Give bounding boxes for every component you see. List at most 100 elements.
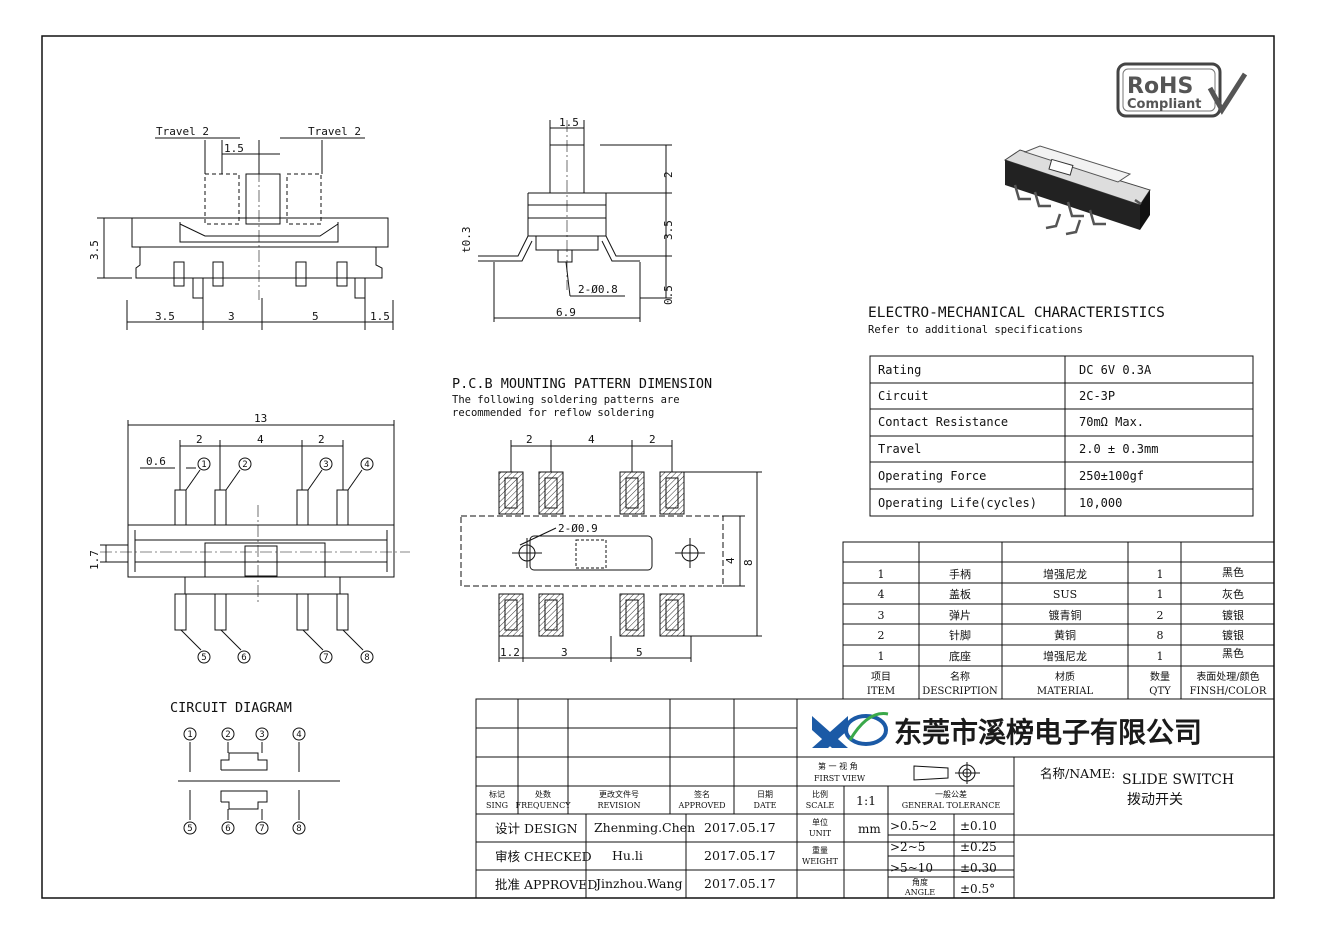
rev-header-en: APPROVED (677, 801, 725, 810)
bom-finish: 灰色 (1222, 587, 1244, 601)
end-view-labels: 1.5 2 3.5 0.5 t0.3 2-Ø0.8 6.9 (460, 116, 675, 319)
end-view (478, 120, 672, 322)
part-name-cn: 拨动开关 (1127, 792, 1183, 808)
bom-header-fin-en: FINSH/COLOR (1190, 686, 1267, 697)
dim-bottom-1: 3.5 (155, 310, 175, 323)
bom-finish: 黑色 (1222, 565, 1244, 579)
characteristics: ELECTRO-MECHANICAL CHARACTERISTICS Refer… (868, 305, 1165, 336)
end-dim-3-5: 3.5 (662, 220, 675, 240)
top-dim-1: 2 (196, 433, 203, 446)
pcb-top-dim-2: 4 (588, 433, 595, 446)
bom-qty: 1 (1157, 568, 1164, 581)
circuit-pin-5: 5 (187, 824, 192, 834)
bom-finish: 镀银 (1222, 628, 1244, 642)
pin-5-label: 5 (201, 653, 206, 663)
bom-finish: 镀银 (1222, 608, 1244, 622)
bom-qty: 1 (1157, 588, 1164, 601)
signoff-role: 设计 DESIGN (495, 821, 578, 836)
rohs-text: RoHS (1127, 74, 1193, 99)
weight-cn: 重量 (812, 845, 828, 855)
pcb-top-dim-3: 2 (649, 433, 656, 446)
pin-1-label: 1 (201, 460, 206, 470)
circuit-labels: CIRCUIT DIAGRAM 1 2 3 4 5 6 7 8 (170, 700, 302, 834)
signoff-role: 审核 CHECKED (495, 849, 592, 864)
bom-header-item-en: ITEM (867, 686, 895, 697)
circuit-title: CIRCUIT DIAGRAM (170, 700, 292, 716)
rev-header-cn: 处数 (535, 789, 551, 799)
scale-en: SCALE (806, 801, 835, 810)
bom-item: 3 (878, 609, 885, 622)
bom-desc: 弹片 (949, 608, 971, 622)
bom-header-fin-cn: 表面处理/颜色 (1196, 670, 1259, 683)
bom-item: 1 (878, 568, 885, 581)
bom-desc: 手柄 (949, 567, 971, 581)
side-view-labels: Travel 2 Travel 2 1.5 3.5 3.5 3 5 1.5 (88, 125, 390, 323)
height-dim: 3.5 (88, 240, 101, 260)
bom-qty: 2 (1157, 609, 1164, 622)
first-view-en: FIRST VIEW (814, 774, 866, 783)
pcb-top-dim-1: 2 (526, 433, 533, 446)
tolerance-value: ±0.30 (960, 861, 997, 875)
dim-bottom-3: 5 (312, 310, 319, 323)
tolerance-range: >5~10 (890, 861, 933, 875)
tolerance-range: >0.5~2 (890, 819, 937, 833)
circuit-pin-6: 6 (225, 824, 230, 834)
bom-grid (842, 541, 1275, 700)
char-label-resistance: Contact Resistance (878, 415, 1008, 429)
signoff-date: 2017.05.17 (704, 820, 776, 835)
signoff-name: Hu.li (612, 848, 643, 863)
bom-header-desc-en: DESCRIPTION (922, 686, 998, 697)
dim-bottom-4: 1.5 (370, 310, 390, 323)
circuit-pin-2: 2 (225, 730, 230, 740)
characteristics-grid (869, 355, 1254, 517)
char-value-life: 10,000 (1079, 496, 1122, 510)
circuit-pin-1: 1 (187, 730, 192, 740)
weight-en: WEIGHT (802, 857, 839, 866)
bom-desc: 底座 (949, 649, 971, 663)
char-label-force: Operating Force (878, 469, 986, 483)
tolerance-value: ±0.25 (960, 840, 997, 854)
characteristics-subtitle: Refer to additional specifications (868, 324, 1083, 336)
char-label-life: Operating Life(cycles) (878, 496, 1037, 510)
pin-2-label: 2 (242, 460, 247, 470)
pcb-outer-dim: 8 (742, 559, 755, 566)
company-logo (812, 712, 889, 748)
pin-6-label: 6 (241, 653, 246, 663)
rev-header-en: REVISION (598, 801, 641, 810)
pin-8-label: 8 (364, 653, 369, 663)
pin-3-label: 3 (323, 460, 328, 470)
pin-7-label: 7 (323, 653, 328, 663)
characteristics-rows: Rating DC 6V 0.3A Circuit 2C-3P Contact … (878, 363, 1158, 510)
pcb-bottom-dim-3: 5 (636, 646, 643, 659)
char-label-rating: Rating (878, 363, 921, 377)
circuit-pin-4: 4 (296, 730, 301, 740)
rev-header-en: DATE (754, 801, 777, 810)
bom-material: 增强尼龙 (1043, 567, 1087, 581)
end-thickness-dim: t0.3 (460, 227, 473, 254)
rohs-compliant-text: Compliant (1127, 97, 1201, 112)
bom-material: 黄铜 (1054, 628, 1076, 642)
angle-cn: 角度 (912, 877, 928, 887)
first-angle-symbol-icon (913, 762, 980, 784)
title-block-grid (475, 698, 1275, 899)
part-name-en: SLIDE SWITCH (1122, 772, 1234, 788)
rev-header-cn: 签名 (694, 789, 710, 799)
bom-finish: 黑色 (1222, 646, 1244, 660)
bom-header-mat-en: MATERIAL (1037, 686, 1094, 697)
pcb-bottom-dim-1: 1.2 (500, 646, 520, 659)
pin-4-label: 4 (364, 460, 369, 470)
pcb-title: P.C.B MOUNTING PATTERN DIMENSION (452, 376, 712, 392)
rev-header-en: SING (486, 801, 508, 810)
pcb-pattern (460, 440, 762, 662)
rev-header-cn: 标记 (489, 789, 505, 799)
signoff-role: 批准 APPROVED (495, 877, 597, 892)
rev-header-en: FREQUENCY (516, 801, 572, 810)
circuit-pin-3: 3 (259, 730, 264, 740)
name-label: 名称/NAME: (1040, 766, 1115, 781)
bom-rows: 1 手柄 增强尼龙 1 黑色 4 盖板 SUS 1 灰色 3 弹片 镀青铜 2 … (867, 565, 1267, 697)
title-block-text: 第 一 视 角 FIRST VIEW 名称/NAME: SLIDE SWITCH… (486, 761, 1234, 897)
pcb-note-1: The following soldering patterns are (452, 394, 680, 406)
bom-item: 2 (878, 629, 885, 642)
company-name: 东莞市溪榜电子有限公司 (894, 716, 1202, 749)
